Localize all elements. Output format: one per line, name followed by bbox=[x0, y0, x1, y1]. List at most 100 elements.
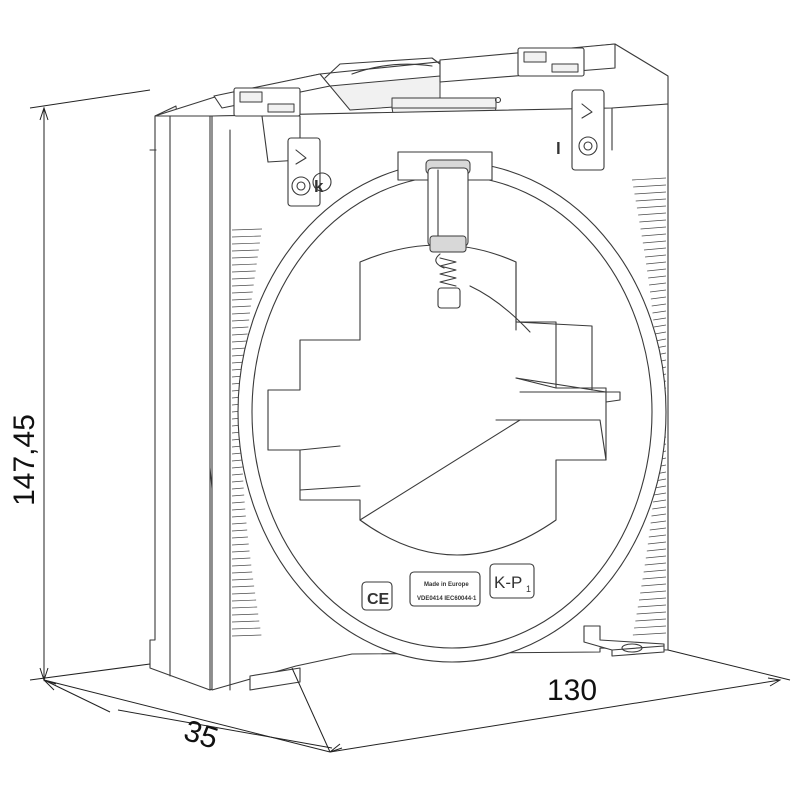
front-rib-line bbox=[643, 569, 667, 573]
front-rib-line bbox=[652, 506, 667, 510]
dimension-width-value: 130 bbox=[547, 674, 597, 707]
dimension-height-value: 147,45 bbox=[8, 414, 41, 506]
front-rib-line bbox=[231, 333, 248, 336]
front-rib-line bbox=[231, 291, 253, 294]
front-rib-line bbox=[231, 550, 250, 553]
front-rib-line bbox=[637, 604, 667, 608]
front-rib-line bbox=[231, 242, 260, 245]
front-rib-line bbox=[231, 515, 246, 518]
front-rib-line bbox=[643, 247, 667, 251]
front-rib-line bbox=[231, 508, 246, 511]
front-rib-line bbox=[638, 597, 667, 601]
front-rib-line bbox=[645, 254, 667, 258]
nameplate-label: Made in Europe VDE0414 IEC60044-1 bbox=[409, 571, 481, 607]
front-rib-line bbox=[639, 219, 667, 223]
front-rib-line bbox=[641, 583, 667, 587]
dimension-depth-value: 35 bbox=[180, 714, 222, 756]
front-rib-line bbox=[647, 541, 667, 545]
front-rib-line bbox=[648, 534, 667, 538]
front-rib-line bbox=[646, 261, 667, 265]
dimension-width: 130 bbox=[291, 649, 791, 753]
front-rib-line bbox=[231, 473, 243, 476]
front-rib-line bbox=[649, 527, 667, 531]
front-rib-line bbox=[640, 590, 667, 594]
polarity-label: K-P 1 bbox=[489, 563, 535, 599]
front-rib-line bbox=[645, 555, 667, 559]
standard-text: VDE0414 IEC60044-1 bbox=[417, 596, 477, 602]
front-rib-line bbox=[231, 312, 251, 315]
front-rib-line bbox=[634, 625, 667, 629]
front-rib-line bbox=[641, 233, 667, 237]
front-rib-line bbox=[652, 310, 667, 314]
front-rib-line bbox=[640, 226, 667, 230]
front-rib-line bbox=[231, 522, 247, 525]
terminal-block-k: k bbox=[233, 87, 332, 207]
ce-label-box: CE bbox=[361, 581, 393, 611]
front-rib-line bbox=[231, 319, 250, 322]
front-rib-line bbox=[231, 270, 256, 273]
front-rib-line bbox=[231, 298, 252, 301]
front-rib-line bbox=[231, 305, 251, 308]
polarity-subscript: 1 bbox=[526, 584, 531, 594]
front-rib-line bbox=[644, 562, 667, 566]
front-rib-line bbox=[231, 592, 256, 595]
front-rib-line bbox=[231, 326, 249, 329]
front-rib-line bbox=[231, 571, 253, 574]
terminal-l-label: l bbox=[556, 139, 561, 158]
mounting-foot-right bbox=[583, 625, 665, 657]
front-rib-line bbox=[231, 536, 248, 539]
front-rib-line bbox=[647, 268, 667, 272]
front-rib-line bbox=[652, 499, 667, 503]
front-rib-line bbox=[635, 198, 667, 202]
made-in-text: Made in Europe bbox=[424, 582, 469, 588]
front-rib-line bbox=[231, 564, 252, 567]
front-rib-line bbox=[231, 613, 259, 616]
clamp-screw bbox=[397, 151, 493, 309]
front-rib-line bbox=[231, 249, 259, 252]
front-rib-line bbox=[650, 520, 667, 524]
front-rib-line bbox=[231, 235, 261, 238]
front-rib-line bbox=[231, 480, 244, 483]
front-rib-line bbox=[653, 324, 667, 328]
front-rib-line bbox=[638, 212, 667, 216]
mounting-foot-bottom bbox=[249, 667, 301, 691]
front-rib-line bbox=[231, 634, 262, 637]
front-rib-line bbox=[231, 256, 258, 259]
front-rib-line bbox=[231, 585, 255, 588]
front-rib-line bbox=[648, 275, 667, 279]
front-rib-line bbox=[632, 632, 667, 636]
front-rib-line bbox=[653, 317, 667, 321]
dimension-height: 147,45 bbox=[8, 89, 151, 682]
transformer-ring bbox=[237, 161, 667, 663]
front-rib-line bbox=[634, 191, 667, 195]
front-rib-line bbox=[649, 289, 667, 293]
front-rib-line bbox=[231, 284, 254, 287]
terminal-k-label: k bbox=[314, 177, 324, 196]
front-rib-line bbox=[651, 513, 667, 517]
front-rib-line bbox=[633, 184, 667, 188]
ce-mark: CE bbox=[367, 591, 390, 608]
front-rib-line bbox=[231, 627, 261, 630]
front-rib-line bbox=[642, 576, 667, 580]
front-rib-line bbox=[231, 487, 244, 490]
front-rib-line bbox=[231, 501, 245, 504]
front-rib-line bbox=[231, 494, 245, 497]
front-rib-line bbox=[231, 263, 257, 266]
front-rib-line bbox=[231, 277, 255, 280]
front-rib-line bbox=[231, 529, 248, 532]
front-rib-line bbox=[653, 492, 667, 496]
front-rib-line bbox=[635, 618, 667, 622]
front-rib-line bbox=[642, 240, 667, 244]
front-rib-line bbox=[636, 611, 667, 615]
front-rib-line bbox=[231, 466, 243, 469]
front-rib-line bbox=[231, 578, 254, 581]
front-rib-line bbox=[636, 205, 667, 209]
front-rib-line bbox=[231, 557, 251, 560]
front-rib-line bbox=[231, 606, 258, 609]
dimension-depth: 35 bbox=[43, 679, 333, 756]
polarity-text: K-P bbox=[494, 573, 522, 592]
front-rib-line bbox=[631, 177, 667, 181]
front-rib-line bbox=[231, 620, 260, 623]
front-rib-line bbox=[646, 548, 667, 552]
